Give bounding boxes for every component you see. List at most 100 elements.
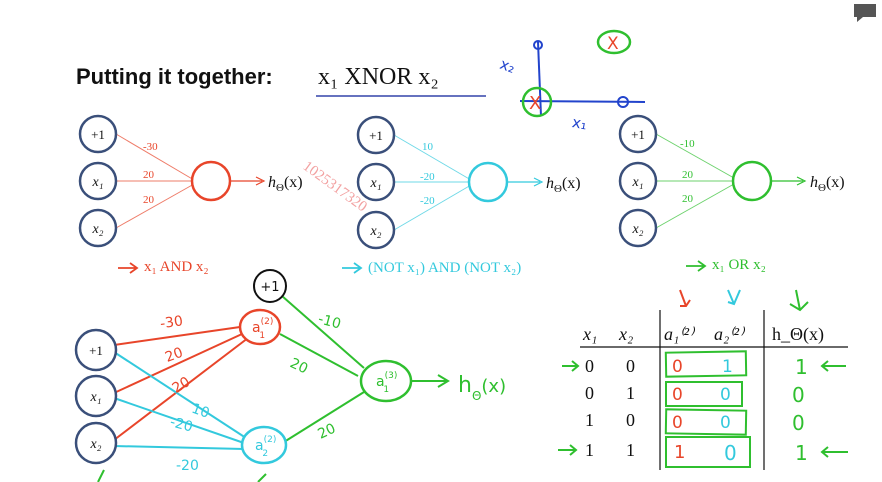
network-and: +1 x₁ x₂ -30 20 20 hΘ(x) x₁ AND x₂ bbox=[78, 114, 303, 275]
xnor-a1-label: a(2)1 bbox=[252, 317, 273, 341]
table-r4-h: 1 bbox=[795, 441, 808, 465]
xnor-weight-green-bias: -10 bbox=[316, 311, 342, 332]
xnor-weight-green-a1: 20 bbox=[287, 355, 310, 377]
table-header-h: h_Θ(x) bbox=[772, 324, 824, 345]
sketch-green-oval bbox=[596, 29, 632, 55]
xnor-x2-label: x₂ bbox=[89, 437, 101, 452]
xnor-weight-cyan-x2: -20 bbox=[176, 458, 199, 474]
truth-table: x₁ x₂ a₁⁽²⁾ a₂⁽²⁾ h_Θ(x) 0 0 0 1 1 0 1 0 bbox=[558, 289, 848, 470]
and-bias-node bbox=[78, 114, 118, 154]
xnor-weight-red-x2: 20 bbox=[170, 374, 193, 397]
and-x1-label: x₁ bbox=[91, 175, 103, 190]
xnor-a2-node bbox=[240, 425, 288, 465]
xnor-hidden-bias-node bbox=[253, 269, 287, 303]
xnor-weight-red-bias: -30 bbox=[159, 313, 184, 332]
table-r4-x2: 1 bbox=[626, 440, 635, 460]
xnor-weight-cyan-bias: 10 bbox=[189, 401, 211, 422]
not-x1-label: x₁ bbox=[369, 176, 381, 191]
and-x1-node bbox=[78, 161, 118, 201]
sketch-x-mark-2: X bbox=[607, 34, 619, 54]
or-weight-bias: -10 bbox=[680, 138, 695, 150]
xnor-x1-label: x₁ bbox=[89, 390, 101, 405]
table-r1-a2: 1 bbox=[722, 357, 733, 377]
not-caption: (NOT x₁) AND (NOT x₂) bbox=[368, 260, 521, 276]
table-header-a1: a₁⁽²⁾ bbox=[664, 324, 695, 344]
or-hypothesis: hΘ(x) bbox=[810, 174, 845, 194]
or-x1-label: x₁ bbox=[631, 175, 643, 190]
sketch-o-right bbox=[617, 96, 629, 108]
xnor-a2-label: a(2)2 bbox=[255, 435, 276, 459]
table-r3-x1: 1 bbox=[585, 410, 594, 430]
slide-title-math: x₁ XNOR x₂ bbox=[318, 64, 439, 90]
xnor-weight-green-a2: 20 bbox=[315, 421, 338, 443]
xnor-weight-red-x1: 20 bbox=[163, 345, 185, 366]
and-weight-x1: 20 bbox=[143, 169, 155, 181]
slide-title: Putting it together: bbox=[76, 64, 273, 89]
table-r1-h: 1 bbox=[795, 355, 808, 379]
table-r3-a2: 0 bbox=[720, 413, 731, 433]
and-bias-label: +1 bbox=[91, 127, 105, 142]
xnor-bias-node bbox=[74, 328, 118, 372]
sketch-x-mark: X bbox=[529, 93, 541, 114]
table-r4-x1: 1 bbox=[585, 440, 594, 460]
not-weight-bias: 10 bbox=[422, 141, 434, 153]
not-x2-node bbox=[356, 210, 396, 250]
table-r1-x2: 0 bbox=[626, 356, 635, 376]
or-bias-label: +1 bbox=[631, 127, 645, 142]
xnor-x1-node bbox=[74, 374, 118, 418]
and-x2-label: x₂ bbox=[91, 222, 103, 237]
sketch-x1-label: x₁ bbox=[571, 113, 589, 133]
table-r2-x2: 1 bbox=[626, 383, 635, 403]
not-x2-label: x₂ bbox=[369, 224, 381, 239]
xnor-sketch: x₂ x₁ X X bbox=[498, 29, 646, 133]
not-x1-node bbox=[356, 162, 396, 202]
table-r4-a1: 1 bbox=[674, 442, 685, 463]
table-r2-x1: 0 bbox=[585, 383, 594, 403]
xnor-bias-label: +1 bbox=[89, 343, 103, 358]
not-weight-x1: -20 bbox=[420, 171, 435, 183]
not-weight-x2: -20 bbox=[420, 195, 435, 207]
network-xnor: +1 x₁ x₂ +1 a(2)1 a(2)2 a(3)1 -30 20 20 … bbox=[74, 269, 506, 482]
and-x2-node bbox=[78, 208, 118, 248]
and-hypothesis: hΘ(x) bbox=[268, 174, 303, 194]
and-output-node bbox=[190, 160, 232, 202]
network-not-and-not: +1 x₁ x₂ 10 -20 -20 hΘ(x) (NOT x₁) AND (… bbox=[342, 115, 581, 276]
or-x2-node bbox=[618, 208, 658, 248]
table-header-x2: x₂ bbox=[618, 324, 633, 344]
not-output-node bbox=[467, 161, 509, 203]
sketch-x2-label: x₂ bbox=[498, 55, 518, 77]
table-header-x1: x₁ bbox=[582, 324, 597, 344]
table-r3-x2: 0 bbox=[626, 410, 635, 430]
xnor-hidden-bias-label: +1 bbox=[260, 280, 279, 295]
table-r2-h: 0 bbox=[792, 383, 805, 407]
table-r3-a1: 0 bbox=[672, 413, 683, 433]
or-x2-label: x₂ bbox=[631, 222, 643, 237]
table-r1-a1: 0 bbox=[672, 357, 683, 377]
and-weight-bias: -30 bbox=[143, 141, 158, 153]
table-r2-a1: 0 bbox=[672, 385, 683, 405]
not-bias-node bbox=[356, 115, 396, 155]
not-hypothesis: hΘ(x) bbox=[546, 175, 581, 195]
table-r2-a2: 0 bbox=[720, 385, 731, 405]
table-r1-x1: 0 bbox=[585, 356, 594, 376]
table-r4-a2: 0 bbox=[724, 441, 737, 465]
or-weight-x1: 20 bbox=[682, 169, 694, 181]
or-output-node bbox=[731, 160, 773, 202]
xnor-a3-label: a(3)1 bbox=[376, 371, 397, 395]
or-weight-x2: 20 bbox=[682, 193, 694, 205]
not-bias-label: +1 bbox=[369, 128, 383, 143]
or-bias-node bbox=[618, 114, 658, 154]
xnor-weight-cyan-x1: -20 bbox=[168, 414, 194, 435]
xnor-a1-node bbox=[238, 308, 282, 346]
comment-icon[interactable] bbox=[852, 2, 878, 24]
and-weight-x2: 20 bbox=[143, 194, 155, 206]
xnor-a3-node bbox=[359, 359, 413, 403]
table-r3-h: 0 bbox=[792, 411, 805, 435]
network-or: +1 x₁ x₂ -10 20 20 hΘ(x) x₁ OR x₂ bbox=[618, 114, 845, 273]
xnor-output-label: hΘ(x) bbox=[458, 373, 506, 403]
sketch-o-top bbox=[533, 40, 543, 50]
or-x1-node bbox=[618, 161, 658, 201]
sketch-green-circle bbox=[521, 86, 553, 118]
